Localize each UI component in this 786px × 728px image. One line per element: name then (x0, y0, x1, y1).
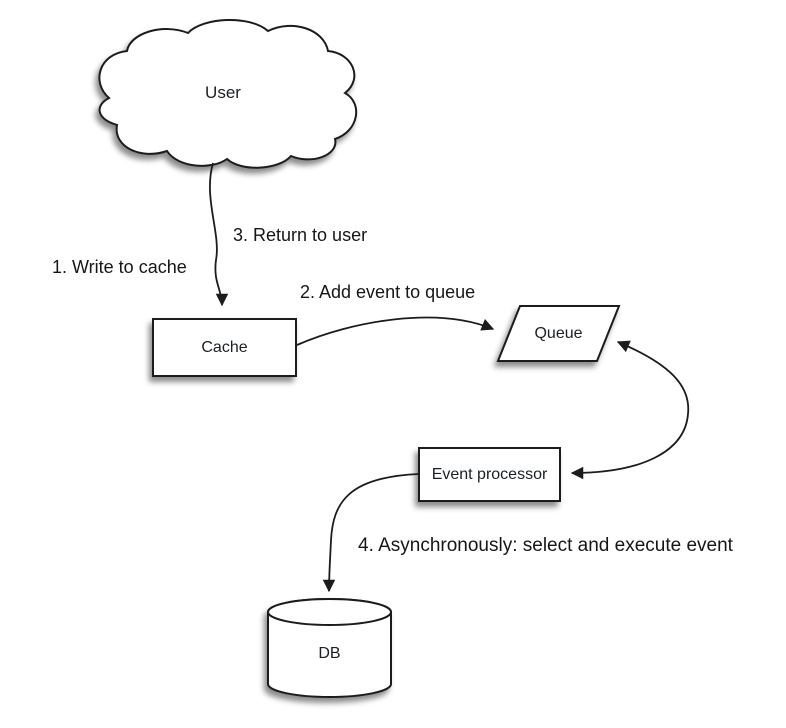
label-step3-return-to-user: 3. Return to user (233, 225, 368, 245)
label-step4-asynchronously: 4. Asynchronously: select and execute ev… (358, 535, 733, 556)
db-node-label: DB (318, 645, 341, 662)
label-step1-write-to-cache: 1. Write to cache (52, 257, 187, 277)
arrow-user-to-cache (209, 162, 229, 307)
label-step2-add-event-to-queue: 2. Add event to queue (300, 282, 476, 302)
db-top-ellipse (267, 598, 392, 626)
queue-node-label: Queue (534, 324, 583, 342)
arrow-event-processor-to-db (322, 473, 420, 593)
user-cloud-shape (98, 19, 358, 169)
arrow-cache-to-queue (296, 316, 495, 346)
cache-node-label: Cache (201, 338, 248, 356)
arrow-queue-event-processor (570, 340, 690, 480)
user-node-label: User (205, 83, 241, 102)
cache-shape (152, 318, 297, 377)
event-processor-node-label: Event processor (431, 465, 548, 483)
